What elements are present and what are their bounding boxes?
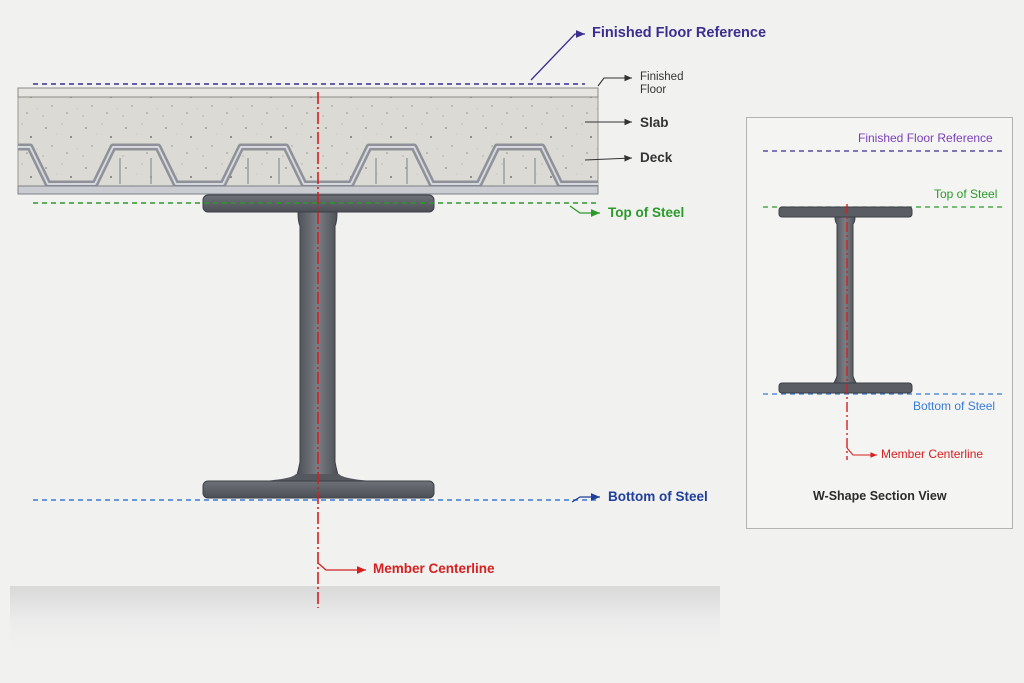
- inset-top-of-steel-label: Top of Steel: [934, 187, 998, 201]
- inset-steel-w-beam: [778, 206, 913, 394]
- deck-leader: [584, 155, 633, 162]
- finished-floor-label: Finished Floor: [640, 71, 683, 97]
- member-centerline-leader: [317, 562, 366, 574]
- inset-member-centerline-leader: [846, 447, 877, 458]
- top-of-steel-leader: [569, 205, 600, 217]
- inset-title: W-Shape Section View: [813, 489, 947, 503]
- slab-label: Slab: [640, 115, 669, 130]
- bottom-of-steel-leader: [571, 493, 600, 503]
- member-centerline-label: Member Centerline: [373, 561, 495, 576]
- deck-bottom-plate: [17, 185, 599, 195]
- deck-label: Deck: [640, 150, 673, 165]
- inset-section-drawing: [763, 150, 1003, 460]
- ground-shadow: [10, 586, 720, 650]
- finished-floor-reference-label: Finished Floor Reference: [592, 25, 767, 41]
- bottom-of-steel-label: Bottom of Steel: [608, 489, 708, 504]
- top-of-steel-label: Top of Steel: [608, 205, 685, 220]
- inset-member-centerline-label: Member Centerline: [881, 447, 984, 461]
- finished-floor-reference-leader: [530, 30, 585, 81]
- finished-floor-label-line2: Floor: [640, 84, 667, 97]
- inset-finished-floor-reference-label: Finished Floor Reference: [858, 131, 993, 145]
- metal-deck: [18, 143, 598, 188]
- finished-floor-leader: [597, 74, 632, 87]
- concrete-slab: [17, 95, 599, 189]
- finished-floor-label-line1: Finished: [640, 71, 684, 83]
- finished-floor-surface: [17, 87, 599, 98]
- inset-panel: Finished Floor Reference Top of Steel Bo…: [746, 117, 1013, 529]
- inset-bottom-of-steel-label: Bottom of Steel: [913, 399, 996, 413]
